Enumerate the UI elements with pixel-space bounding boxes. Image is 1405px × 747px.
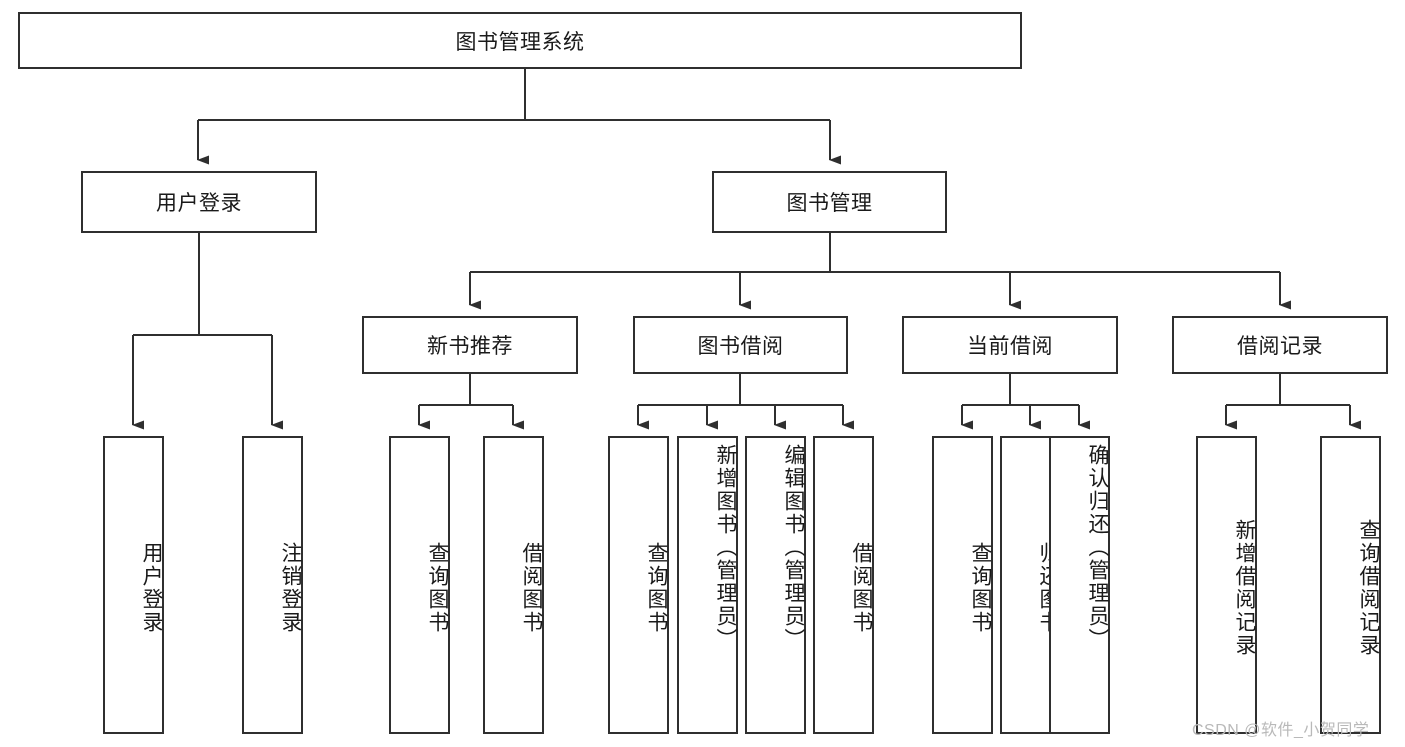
node-book-manage-label: 图书管理 xyxy=(786,192,873,215)
node-user-login-label: 用户登录 xyxy=(156,192,242,215)
leaf-logout-label: 注销登录 xyxy=(279,542,302,634)
node-new-book-recommend[interactable]: 新书推荐 xyxy=(362,316,578,374)
node-root-label: 图书管理系统 xyxy=(455,30,585,54)
leaf-query-book-recommend[interactable]: 查询图书 xyxy=(389,436,450,734)
leaf-query-book-current-label: 查询图书 xyxy=(969,542,992,634)
leaf-edit-book[interactable]: 编辑图书（管理员） xyxy=(745,436,806,734)
node-root[interactable]: 图书管理系统 xyxy=(18,12,1022,69)
leaf-query-borrow-record[interactable]: 查询借阅记录 xyxy=(1320,436,1381,734)
leaf-confirm-return-label: 确认归还（管理员） xyxy=(1086,444,1109,651)
leaf-query-borrow-record-label: 查询借阅记录 xyxy=(1357,519,1380,657)
node-book-borrow-label: 图书借阅 xyxy=(697,335,784,358)
leaf-query-book-borrow[interactable]: 查询图书 xyxy=(608,436,669,734)
leaf-add-book-label: 新增图书（管理员） xyxy=(714,444,737,651)
node-current-borrow-label: 当前借阅 xyxy=(967,335,1053,358)
node-borrow-record[interactable]: 借阅记录 xyxy=(1172,316,1388,374)
node-new-book-recommend-label: 新书推荐 xyxy=(427,335,513,358)
node-user-login[interactable]: 用户登录 xyxy=(81,171,317,233)
leaf-add-borrow-record-label: 新增借阅记录 xyxy=(1233,519,1256,657)
leaf-logout[interactable]: 注销登录 xyxy=(242,436,303,734)
csdn-watermark: CSDN @软件_小贺同学 xyxy=(1192,722,1370,739)
node-book-manage[interactable]: 图书管理 xyxy=(712,171,947,233)
leaf-add-borrow-record[interactable]: 新增借阅记录 xyxy=(1196,436,1257,734)
node-borrow-record-label: 借阅记录 xyxy=(1237,335,1323,358)
leaf-edit-book-label: 编辑图书（管理员） xyxy=(782,444,805,651)
leaf-borrow-book[interactable]: 借阅图书 xyxy=(813,436,874,734)
leaf-query-book-current[interactable]: 查询图书 xyxy=(932,436,993,734)
leaf-add-book[interactable]: 新增图书（管理员） xyxy=(677,436,738,734)
leaf-query-book-borrow-label: 查询图书 xyxy=(645,542,668,634)
leaf-borrow-book-recommend-label: 借阅图书 xyxy=(520,542,543,634)
leaf-query-book-recommend-label: 查询图书 xyxy=(426,542,449,634)
node-book-borrow[interactable]: 图书借阅 xyxy=(633,316,848,374)
leaf-user-login[interactable]: 用户登录 xyxy=(103,436,164,734)
node-current-borrow[interactable]: 当前借阅 xyxy=(902,316,1118,374)
leaf-borrow-book-recommend[interactable]: 借阅图书 xyxy=(483,436,544,734)
leaf-user-login-label: 用户登录 xyxy=(140,542,163,634)
leaf-confirm-return[interactable]: 确认归还（管理员） xyxy=(1049,436,1110,734)
leaf-borrow-book-label: 借阅图书 xyxy=(850,542,873,634)
